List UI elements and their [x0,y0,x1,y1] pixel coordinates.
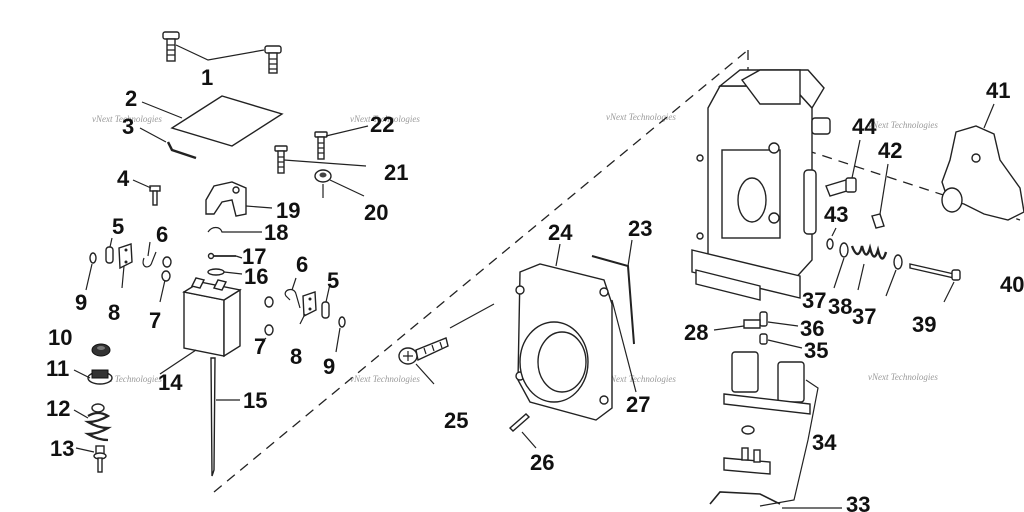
part-22-screw [314,125,369,160]
part-20-nut [314,169,365,198]
part-3-gasket [139,127,197,160]
callout-labels: 1 2 3 4 5 6 9 8 7 10 11 12 13 14 15 16 1… [46,65,1024,512]
callout-8: 8 [108,300,120,325]
callout-26: 26 [530,450,554,475]
watermark: vNext Technologies [868,120,938,130]
callout-15: 15 [243,388,267,413]
dashed-axis-line [789,144,1021,221]
part-10-washer [91,343,111,357]
part-2-cover-plate [141,95,284,147]
watermark: vNext Technologies [606,112,676,122]
part-21-screw [274,145,367,174]
callout-13: 13 [50,436,74,461]
watermark: vNext Technologies [606,374,676,384]
part-41-lever [941,103,1024,221]
callout-39: 39 [912,312,936,337]
part-25-screw [398,303,495,385]
callout-20: 20 [364,200,388,225]
part-19-bracket [205,181,273,217]
part-13-valve [75,445,107,473]
callout-43: 43 [824,202,848,227]
callout-6: 6 [296,252,308,277]
part-16-clip [207,268,243,276]
callout-16: 16 [244,264,268,289]
callout-34: 34 [812,430,837,455]
callout-18: 18 [264,220,288,245]
watermark: vNext Technologies [868,372,938,382]
callout-35: 35 [804,338,828,363]
part-37-washer [833,242,903,297]
callout-9: 9 [75,290,87,315]
callout-27: 27 [626,392,650,417]
callout-21: 21 [384,160,408,185]
callout-7: 7 [254,334,266,359]
callout-38: 38 [828,294,852,319]
part-43-washer [826,227,837,250]
callout-41: 41 [986,78,1010,103]
callout-40: 40 [1000,272,1024,297]
callout-1: 1 [201,65,213,90]
part-42-cap [871,163,889,229]
watermark: vNext Technologies [92,374,162,384]
callout-5: 5 [327,268,339,293]
dashed-axis-line [213,49,749,493]
callout-10: 10 [48,325,72,350]
part-cluster-left [85,237,172,303]
part-14-block [159,277,242,375]
callout-7: 7 [149,308,161,333]
part-17-pin [207,252,243,260]
part-39-shaft [909,263,961,303]
part-23-wire [591,239,635,345]
callout-28: 28 [684,320,708,345]
watermark: vNext Technologies [350,374,420,384]
callout-11: 11 [46,356,69,381]
callout-5: 5 [112,214,124,239]
part-44-fitting [825,139,861,197]
carburetor-body [691,69,831,301]
callout-37: 37 [802,288,826,313]
callout-3: 3 [122,114,134,139]
callout-4: 4 [117,166,130,191]
part-35-jet [759,333,803,349]
callout-33: 33 [846,492,870,512]
callout-23: 23 [628,216,652,241]
watermark: vNext Technologies [92,114,162,124]
part-4-screw [132,179,161,206]
part-cluster-right [261,277,346,353]
callout-25: 25 [444,408,468,433]
callout-12: 12 [46,396,70,421]
watermarks: vNext Technologies vNext Technologies vN… [92,112,938,384]
callout-44: 44 [852,114,877,139]
callout-24: 24 [548,220,573,245]
part-24-throttle-plate [515,243,637,421]
callout-37: 37 [852,304,876,329]
part-26-pin [508,413,537,449]
part-18-spring-clip [207,226,262,233]
part-38-spring [850,243,888,291]
callout-14: 14 [158,370,183,395]
callout-2: 2 [125,86,137,111]
part-12-spring [73,403,112,442]
callout-22: 22 [370,112,394,137]
callout-9: 9 [323,354,335,379]
callout-8: 8 [290,344,302,369]
callout-36: 36 [800,316,824,341]
callout-6: 6 [156,222,168,247]
part-1-screws [162,31,282,74]
part-11-nut [73,369,113,385]
part-34-float-assembly [723,351,819,507]
callout-42: 42 [878,138,902,163]
watermark: vNext Technologies [350,114,420,124]
part-36-jet [759,311,799,327]
part-33-gasket [709,491,842,509]
part-15-needle [210,357,240,477]
callout-19: 19 [276,198,300,223]
part-28-fitting [713,319,761,331]
callout-17: 17 [242,244,266,269]
